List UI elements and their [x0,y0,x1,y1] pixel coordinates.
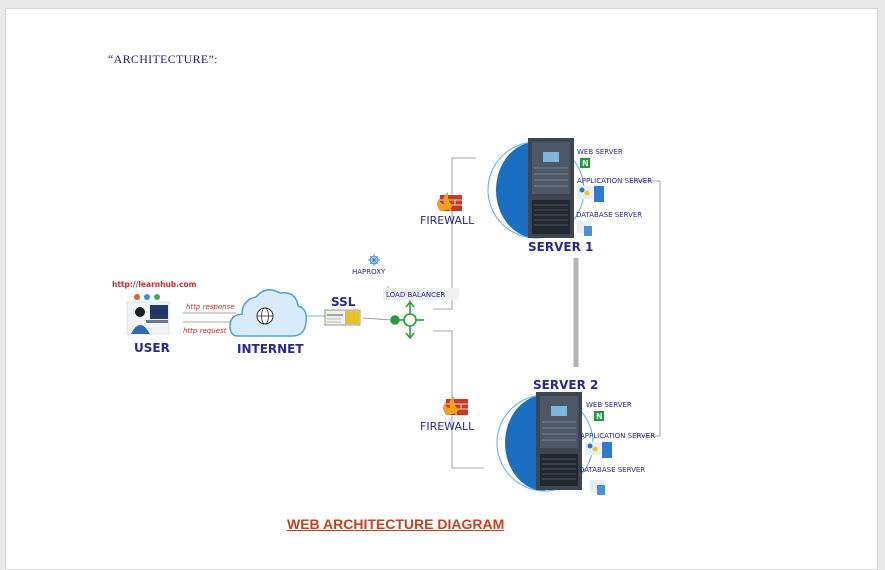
svg-text:N: N [582,159,589,168]
server1-web-label: WEB SERVER [577,148,623,156]
server1-app-label: APPLICATION SERVER [577,177,653,185]
http-request-label: http request [183,327,227,335]
server2-label: SERVER 2 [533,378,599,392]
server1-db-label: DATABASE SERVER [576,211,643,219]
firewall-bottom-icon [443,396,468,415]
svg-text:N: N [596,412,603,421]
ssl-label: SSL [331,295,356,309]
server1-stack-icons: N [577,158,604,236]
app-server-link [630,180,661,437]
user-label: USER [134,341,170,355]
ssl-badge-icon [324,309,361,326]
cloud-icon [229,289,308,337]
firewall-top-icon [437,192,462,211]
load-balancer-label: LOAD BALANCER [386,291,446,299]
firewall-top-label: FIREWALL [420,214,475,227]
server2-app-label: APPLICATION SERVER [580,432,656,440]
app-server-box-icon [602,442,612,458]
section-heading: “ARCHITECTURE”: [108,52,218,66]
server1-label: SERVER 1 [528,240,594,254]
firewall-bottom-label: FIREWALL [420,420,475,433]
haproxy-label: HAPROXY [352,268,386,276]
diagram-caption: WEB ARCHITECTURE DIAGRAM [287,516,505,532]
user-icon [126,294,170,335]
haproxy-logo-icon [368,254,380,266]
server2-graphic [496,392,594,492]
app-server-box-icon [594,186,604,202]
nginx-icon [594,411,604,421]
load-balancer-icon [390,300,424,340]
user-url[interactable]: http://learnhub.com [112,280,197,289]
internet-label: INTERNET [237,342,304,356]
server2-db-label: DATABASE SERVER [579,466,646,474]
ssl-lb-line [362,317,393,321]
server1-graphic [487,138,585,239]
http-response-label: http response [186,303,235,311]
load-balancer-label-box [383,288,459,300]
lb-server1-line [433,157,476,310]
server2-web-label: WEB SERVER [586,401,632,409]
nginx-icon [580,158,590,168]
server2-stack-icons: N [585,411,612,495]
